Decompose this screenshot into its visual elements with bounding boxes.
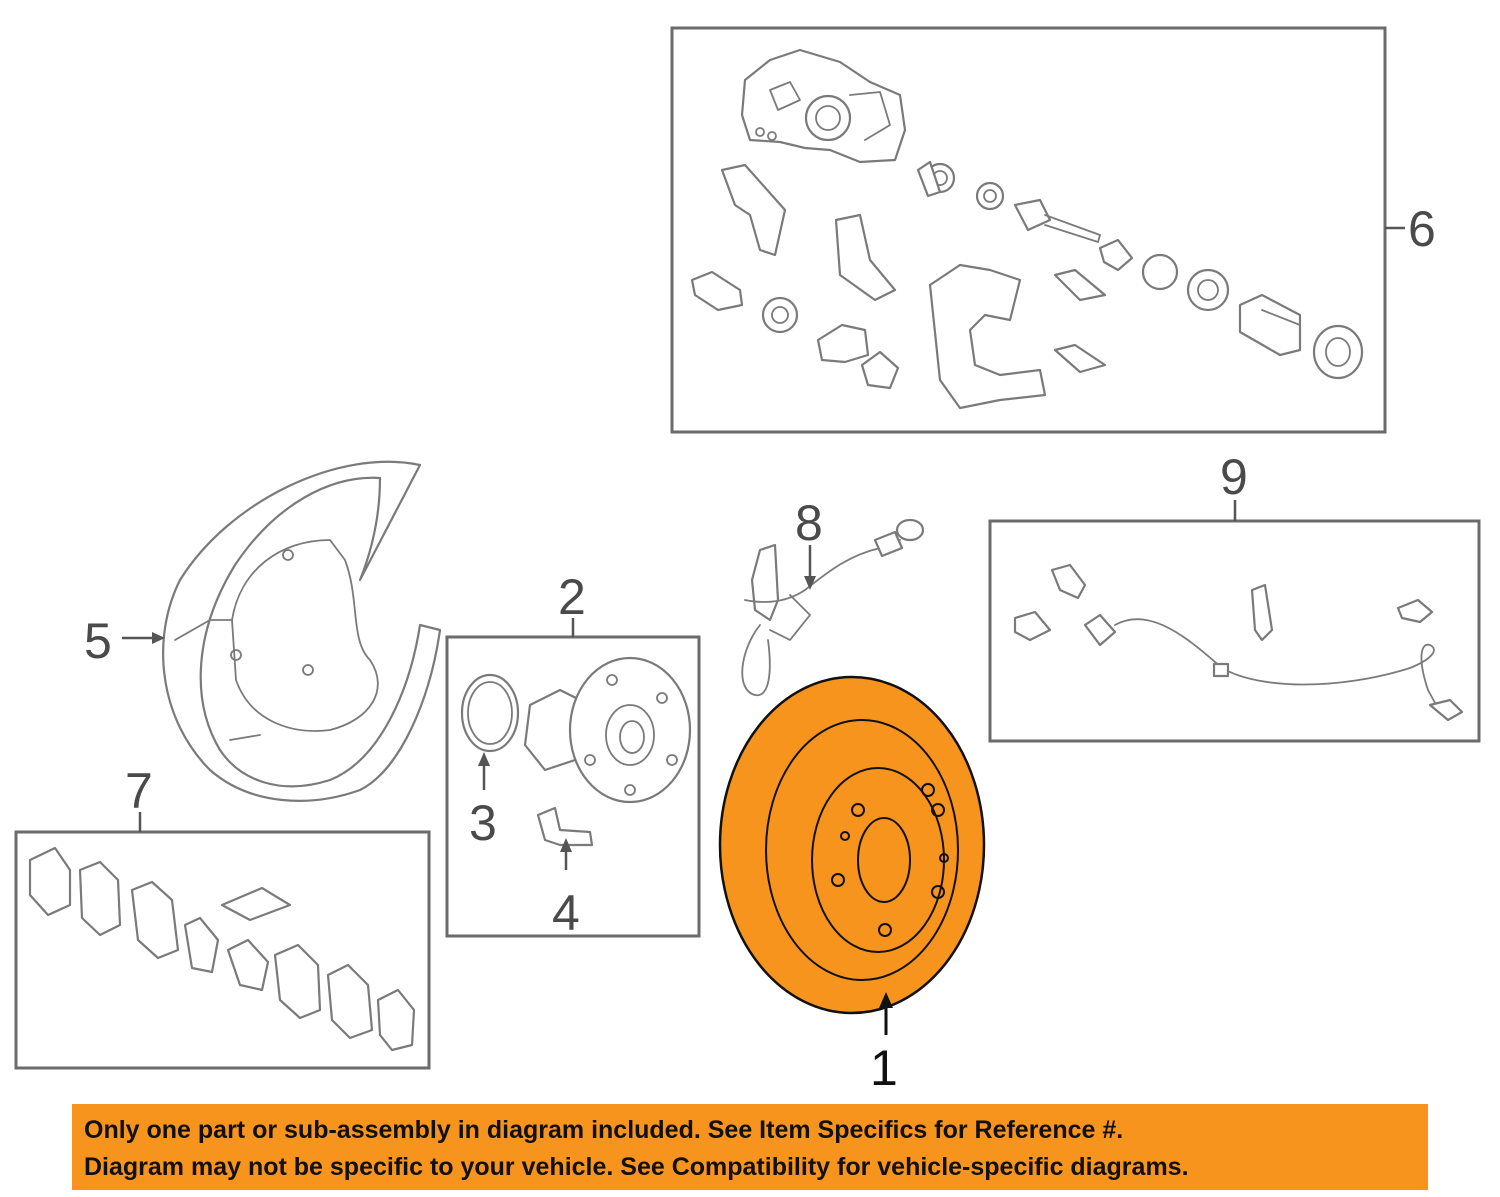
rotor-hat-outer <box>765 719 959 981</box>
callout-7: 7 <box>125 763 153 819</box>
callout-6: 6 <box>1408 201 1436 257</box>
disclaimer-line-1: Only one part or sub-assembly in diagram… <box>84 1116 1124 1144</box>
brake-hose-icon <box>741 518 925 696</box>
disclaimer-line-2: Diagram may not be specific to your vehi… <box>84 1153 1189 1181</box>
o-ring-icon <box>460 673 520 753</box>
brake-rotor-icon <box>718 675 986 1015</box>
abs-sensor-icon <box>1013 563 1464 722</box>
caliper-group-box <box>670 26 1387 434</box>
rotor-disc <box>718 675 986 1015</box>
rotor-lug-hole <box>851 803 865 817</box>
callout-4: 4 <box>552 885 580 941</box>
callout-3: 3 <box>469 795 497 851</box>
splash-shield-icon <box>162 460 442 802</box>
callout-1: 1 <box>870 1040 898 1096</box>
rotor-lug-hole <box>921 783 935 797</box>
callout-5-arrowhead <box>152 632 165 644</box>
rotor-lug-hole <box>831 873 845 887</box>
sensor-group-box <box>988 519 1481 743</box>
pads-group-box <box>14 830 431 1070</box>
rotor-pin-hole <box>939 853 949 863</box>
callout-3-arrowhead <box>478 752 490 766</box>
disclaimer-banner: Only one part or sub-assembly in diagram… <box>72 1104 1428 1190</box>
callout-4-arrowhead <box>560 838 572 852</box>
rotor-lug-hole <box>878 923 892 937</box>
rotor-pin-hole <box>840 831 850 841</box>
wheel-hub-icon <box>523 656 692 804</box>
brake-pad-set-icon <box>28 846 416 1052</box>
caliper-assembly-icon <box>690 48 1364 410</box>
rotor-lug-hole <box>931 803 945 817</box>
rotor-lug-hole <box>931 885 945 899</box>
callout-5: 5 <box>84 613 112 669</box>
disclaimer-banner-bg <box>72 1104 1428 1190</box>
hub-bolt-icon <box>536 806 594 847</box>
callout-8: 8 <box>795 495 823 551</box>
callout-2: 2 <box>558 569 586 625</box>
rotor-center-bore <box>857 817 911 903</box>
callout-9: 9 <box>1220 449 1248 505</box>
callout-1-arrowhead <box>879 992 893 1008</box>
callout-8-arrowhead <box>804 576 816 590</box>
rotor-hat-inner <box>811 767 945 953</box>
